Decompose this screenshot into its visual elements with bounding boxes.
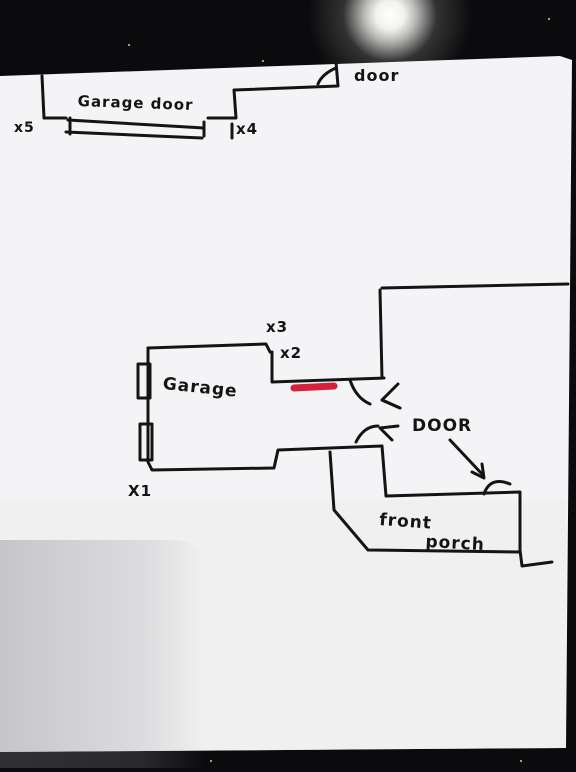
- garage-door-line-top: [66, 118, 206, 130]
- sparkle: [128, 44, 130, 46]
- label-front: front: [378, 510, 433, 534]
- top-left-wall: [40, 74, 68, 120]
- front-door-swing: [482, 480, 512, 496]
- label-x4: x4: [236, 120, 259, 138]
- garage-left-bottom-wall: [146, 346, 384, 472]
- house-right-wall: [380, 444, 554, 568]
- paper-fold-shade: [0, 500, 566, 752]
- house-top-wall: [380, 282, 570, 290]
- door-arrow-shaft: [448, 438, 484, 476]
- sparkle: [210, 760, 212, 762]
- ink-lines: [40, 60, 570, 568]
- inner-door-swing-2: [354, 424, 380, 444]
- label-porch: porch: [424, 532, 486, 556]
- arrow-shaft-1: [380, 398, 402, 410]
- garage-inner-step: [270, 350, 386, 384]
- garage-window-1: [136, 362, 152, 400]
- house-left-wall-upper: [378, 288, 384, 380]
- label-door-top: door: [354, 66, 400, 85]
- top-door-swing: [316, 66, 338, 86]
- porch-outline: [328, 450, 522, 554]
- label-x3: x3: [266, 318, 289, 336]
- red-mark: [290, 382, 338, 392]
- arrow-head-2: [378, 424, 400, 442]
- garage-door-line-bottom: [64, 130, 204, 140]
- sparkle: [520, 760, 522, 762]
- garage-window-2: [138, 422, 154, 462]
- label-door-right: DOOR: [412, 416, 473, 436]
- door-arrow-head: [470, 462, 486, 480]
- label-x1: X1: [128, 482, 153, 500]
- top-right-wall: [206, 60, 340, 120]
- hand-shadow: [0, 540, 205, 768]
- inner-door-swing: [348, 378, 372, 406]
- sparkle: [548, 18, 550, 20]
- label-x2: x2: [280, 344, 303, 362]
- sparkle: [262, 60, 264, 62]
- garage-top-wall: [146, 342, 272, 354]
- label-x5: x5: [14, 120, 35, 136]
